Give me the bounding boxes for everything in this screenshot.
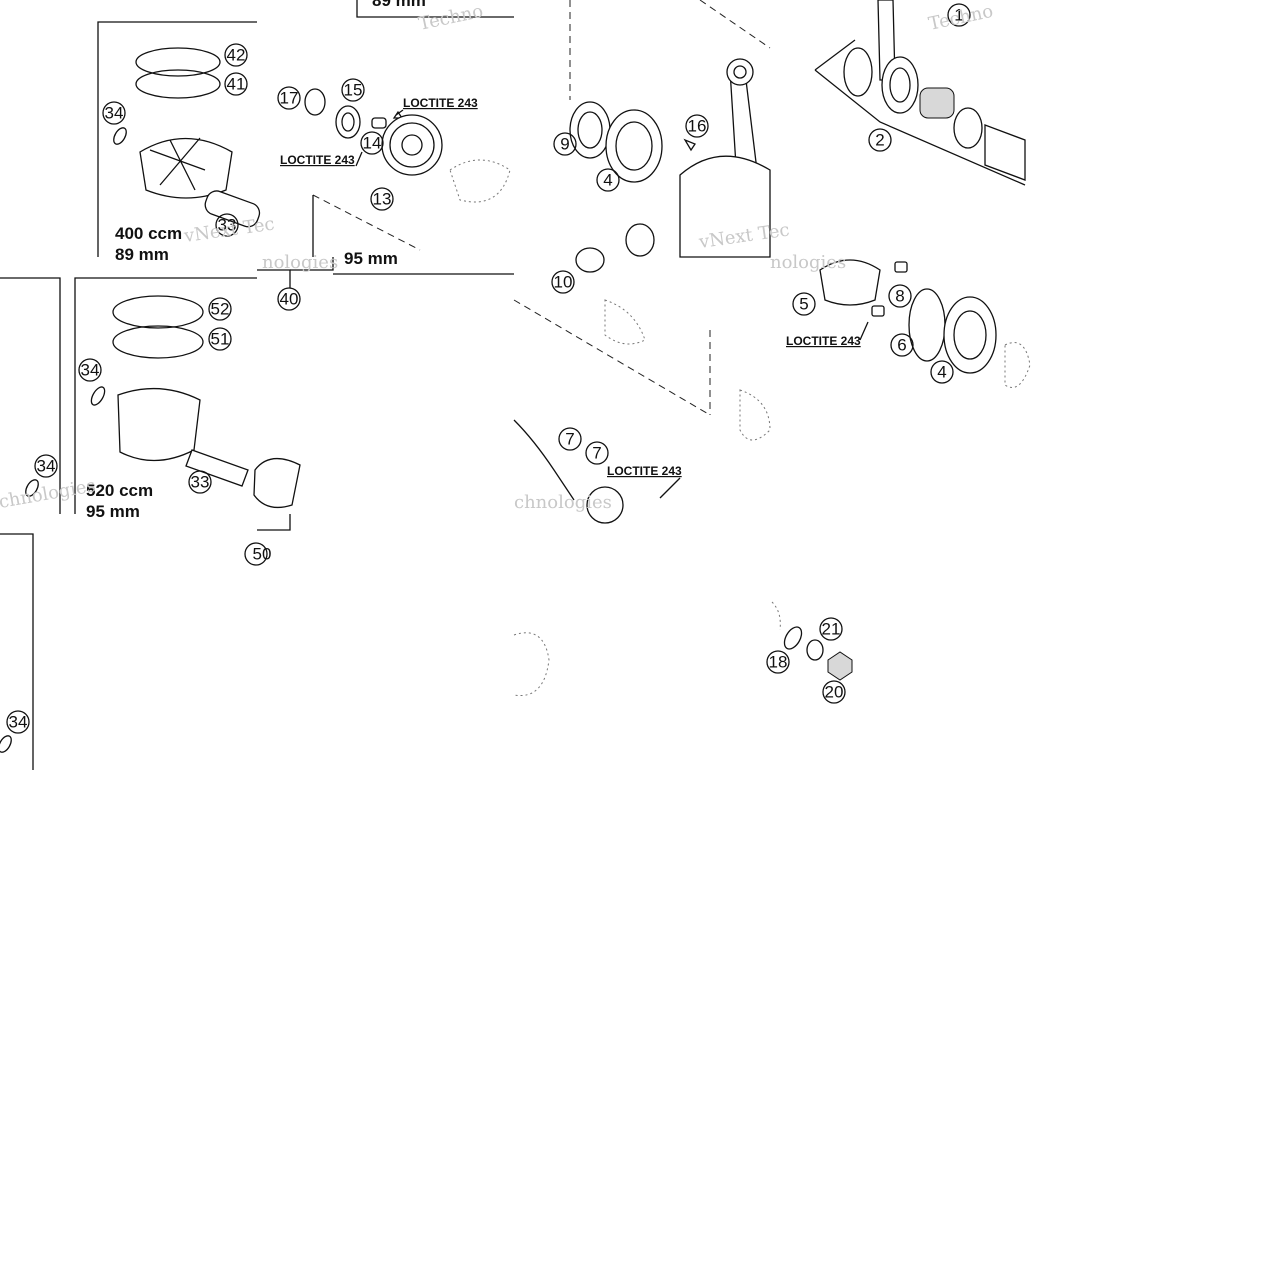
callout-34: 34 [37, 457, 56, 476]
crank-lower-group: 10 7 7 LOCTITE 243 chnologies [513, 247, 771, 524]
balancer-gear-group: 89 mm Techno 17 15 14 13 LOCTITE 243 LOC… [277, 0, 514, 257]
callout-6: 6 [897, 336, 906, 355]
gear-fragment [513, 632, 550, 697]
group-bottom-left: 34 [0, 533, 34, 770]
callout-41: 41 [227, 75, 246, 94]
callout-40: 40 [280, 290, 299, 309]
callout-34: 34 [105, 104, 124, 123]
callout-20: 20 [825, 683, 844, 702]
callout-5: 5 [799, 295, 808, 314]
callout-33: 33 [218, 216, 237, 235]
loctite-label: LOCTITE 243 [786, 334, 861, 348]
callout-17: 17 [280, 89, 299, 108]
callout-42: 42 [227, 46, 246, 65]
callout-16: 16 [688, 117, 707, 136]
callout-7: 7 [565, 430, 574, 449]
callout-51: 51 [211, 330, 230, 349]
callout-2: 2 [875, 131, 884, 150]
callout-14: 14 [363, 134, 382, 153]
piston-520-group: 520 ccm 95 mm 52 51 34 33 34 chnologies [0, 277, 301, 521]
loctite-label: LOCTITE 243 [607, 464, 682, 478]
crankshaft-group: 9 4 16 vNext Tec [553, 0, 791, 258]
callout-52: 52 [211, 300, 230, 319]
callout-34: 34 [9, 713, 28, 732]
callout-33: 33 [191, 473, 210, 492]
group-40: 40 95 mm nologies 50 [244, 249, 514, 566]
watermark: nologies [770, 252, 846, 273]
callout-4: 4 [937, 363, 946, 382]
callout-50: 50 [253, 545, 272, 564]
callout-8: 8 [895, 287, 904, 306]
spec-400-ccm: 400 ccm [115, 224, 182, 243]
watermark: chnologies [0, 475, 97, 513]
callout-15: 15 [344, 81, 363, 100]
callout-7: 7 [592, 444, 601, 463]
loctite-label: LOCTITE 243 [280, 153, 355, 167]
callout-21: 21 [822, 620, 841, 639]
spec-mid-mm: 95 mm [344, 249, 398, 268]
piston-400-group: 400 ccm 89 mm 42 41 34 33 vNext Tec [97, 21, 276, 264]
loctite-label: LOCTITE 243 [403, 96, 478, 110]
callout-9: 9 [560, 135, 569, 154]
spec-400-mm: 89 mm [115, 245, 169, 264]
watermark: Techno [417, 1, 485, 35]
spec-520-mm: 95 mm [86, 502, 140, 521]
watermark: chnologies [514, 492, 612, 513]
spec-top-mm: 89 mm [372, 0, 426, 10]
connecting-rod-group: 1 2 Techno [814, 0, 1026, 186]
callout-4: 4 [603, 171, 612, 190]
callout-13: 13 [373, 190, 392, 209]
spec-520-ccm: 520 ccm [86, 481, 153, 500]
nut-washer-group: 21 18 20 [766, 601, 853, 704]
callout-18: 18 [769, 653, 788, 672]
callout-1: 1 [954, 6, 963, 25]
callout-10: 10 [554, 273, 573, 292]
watermark: nologies [262, 252, 338, 273]
callout-34: 34 [81, 361, 100, 380]
timing-gear-group: nologies 5 8 6 4 LOCTITE 243 [770, 252, 1031, 388]
